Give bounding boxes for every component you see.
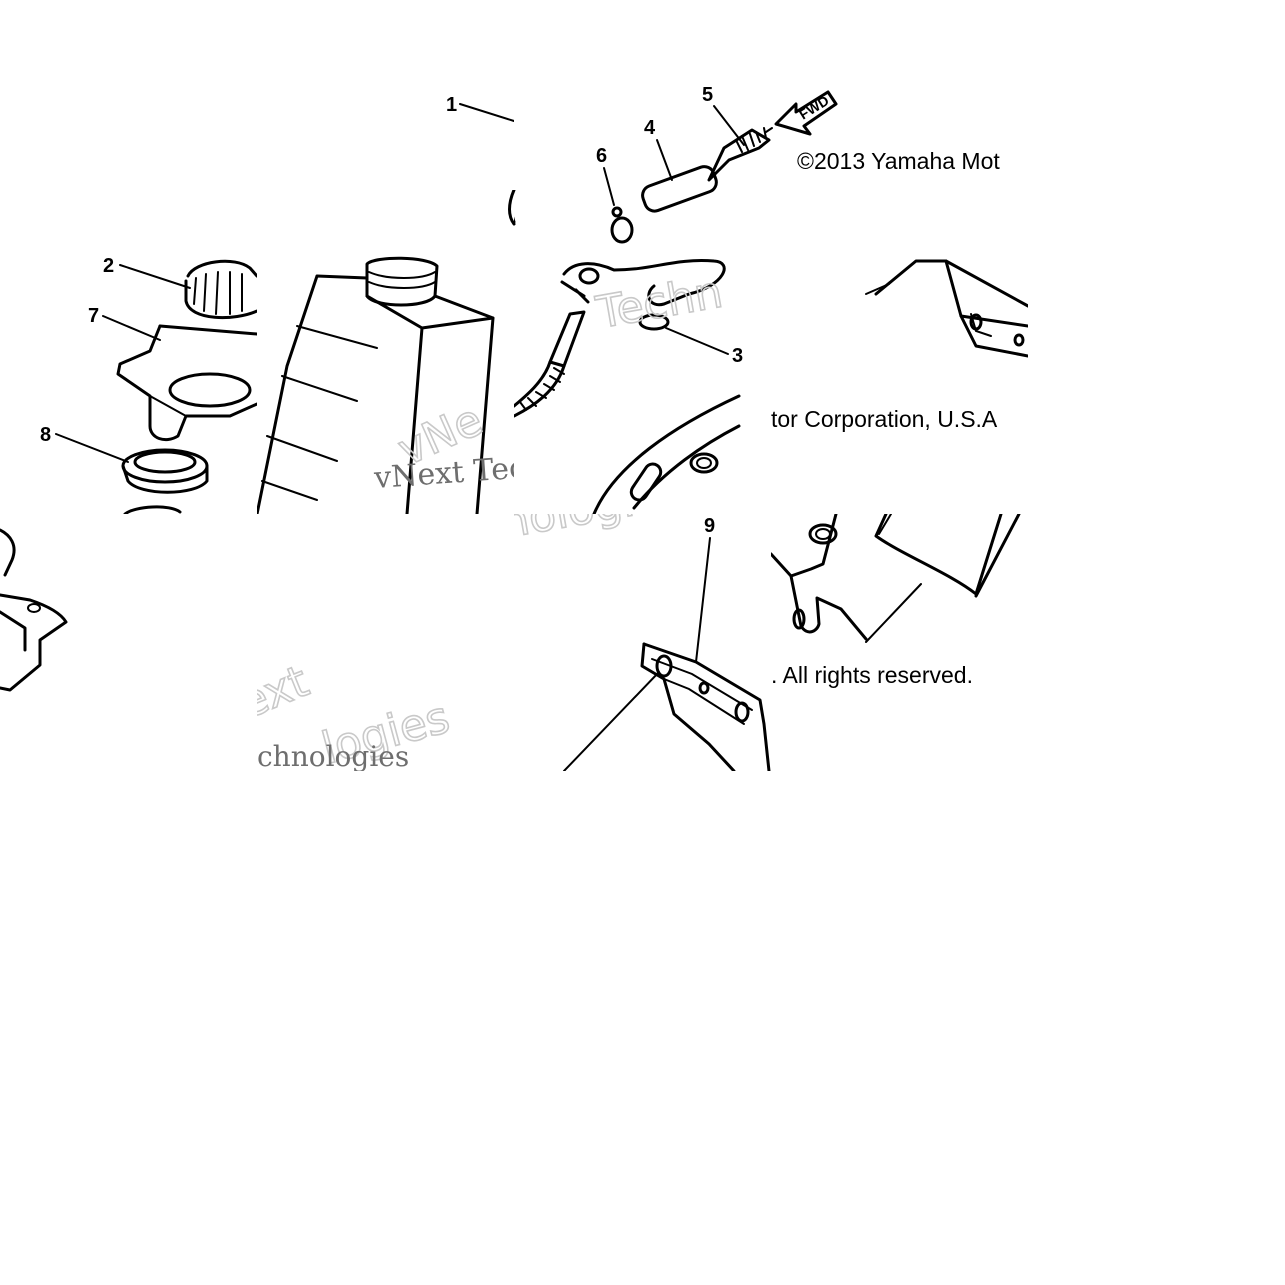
tank-edge-fragment (508, 190, 516, 226)
hose (514, 310, 586, 418)
tile-strainer: FWD 6 4 5 ©2013 Yamaha Mot (514, 0, 1028, 256)
tile-watermark: ext logies chnologies (257, 514, 514, 771)
leader-1 (459, 103, 515, 122)
callout-1: 1 (446, 94, 457, 116)
oil-tank-cap (184, 259, 257, 320)
watermark-d: nologies (514, 514, 687, 549)
fwd-arrow: FWD (765, 90, 838, 136)
copyright-line-2: tor Corporation, U.S.A (771, 406, 998, 432)
copyright-line-1: ©2013 Yamaha Mot (797, 148, 1000, 174)
copyright-line-3: . All rights reserved. (771, 662, 973, 688)
callout-2: 2 (103, 256, 114, 277)
tank-top-outline (560, 259, 726, 331)
leader-9 (695, 537, 711, 663)
leader-8 (55, 433, 129, 463)
callout-7: 7 (88, 305, 99, 327)
callout-5: 5 (702, 84, 713, 106)
strainer-assembly (610, 127, 771, 244)
leader-5 (713, 105, 745, 146)
callout-6: 6 (596, 145, 607, 167)
watermark-b: Techn (592, 267, 726, 339)
frame-curve (592, 394, 741, 514)
tile-oil-tank: vNe vNext Tec (257, 256, 514, 514)
grommet (121, 448, 209, 514)
callout-8: 8 (40, 424, 51, 446)
callout-9: 9 (704, 515, 715, 537)
leader-7 (102, 315, 161, 341)
tank-bracket (116, 324, 257, 442)
mount-bracket-upper (865, 259, 1028, 358)
tile-lower-bracket: . All rights reserved. (771, 514, 1028, 771)
leader-6 (603, 167, 615, 206)
watermark-c: vNext Tec (372, 450, 514, 496)
leader-3 (665, 327, 729, 355)
plate-bracket (563, 642, 771, 771)
leader-2 (119, 264, 191, 289)
watermark-e: ext (257, 656, 316, 729)
callout-4: 4 (644, 117, 656, 139)
tile-right-bracket: tor Corporation, U.S.A (771, 256, 1028, 514)
callout-3: 3 (732, 345, 743, 367)
watermark-f: chnologies (257, 740, 409, 771)
bracket-fragment-left (0, 528, 68, 692)
tile-hose: 3 Techn (514, 256, 771, 514)
tile-cap-gasket: 2 7 8 (0, 256, 257, 514)
mount-bracket-lower (771, 514, 1021, 643)
leader-4 (656, 139, 673, 181)
oil-tank (257, 256, 495, 514)
tile-plate: nologies 9 (514, 514, 771, 771)
